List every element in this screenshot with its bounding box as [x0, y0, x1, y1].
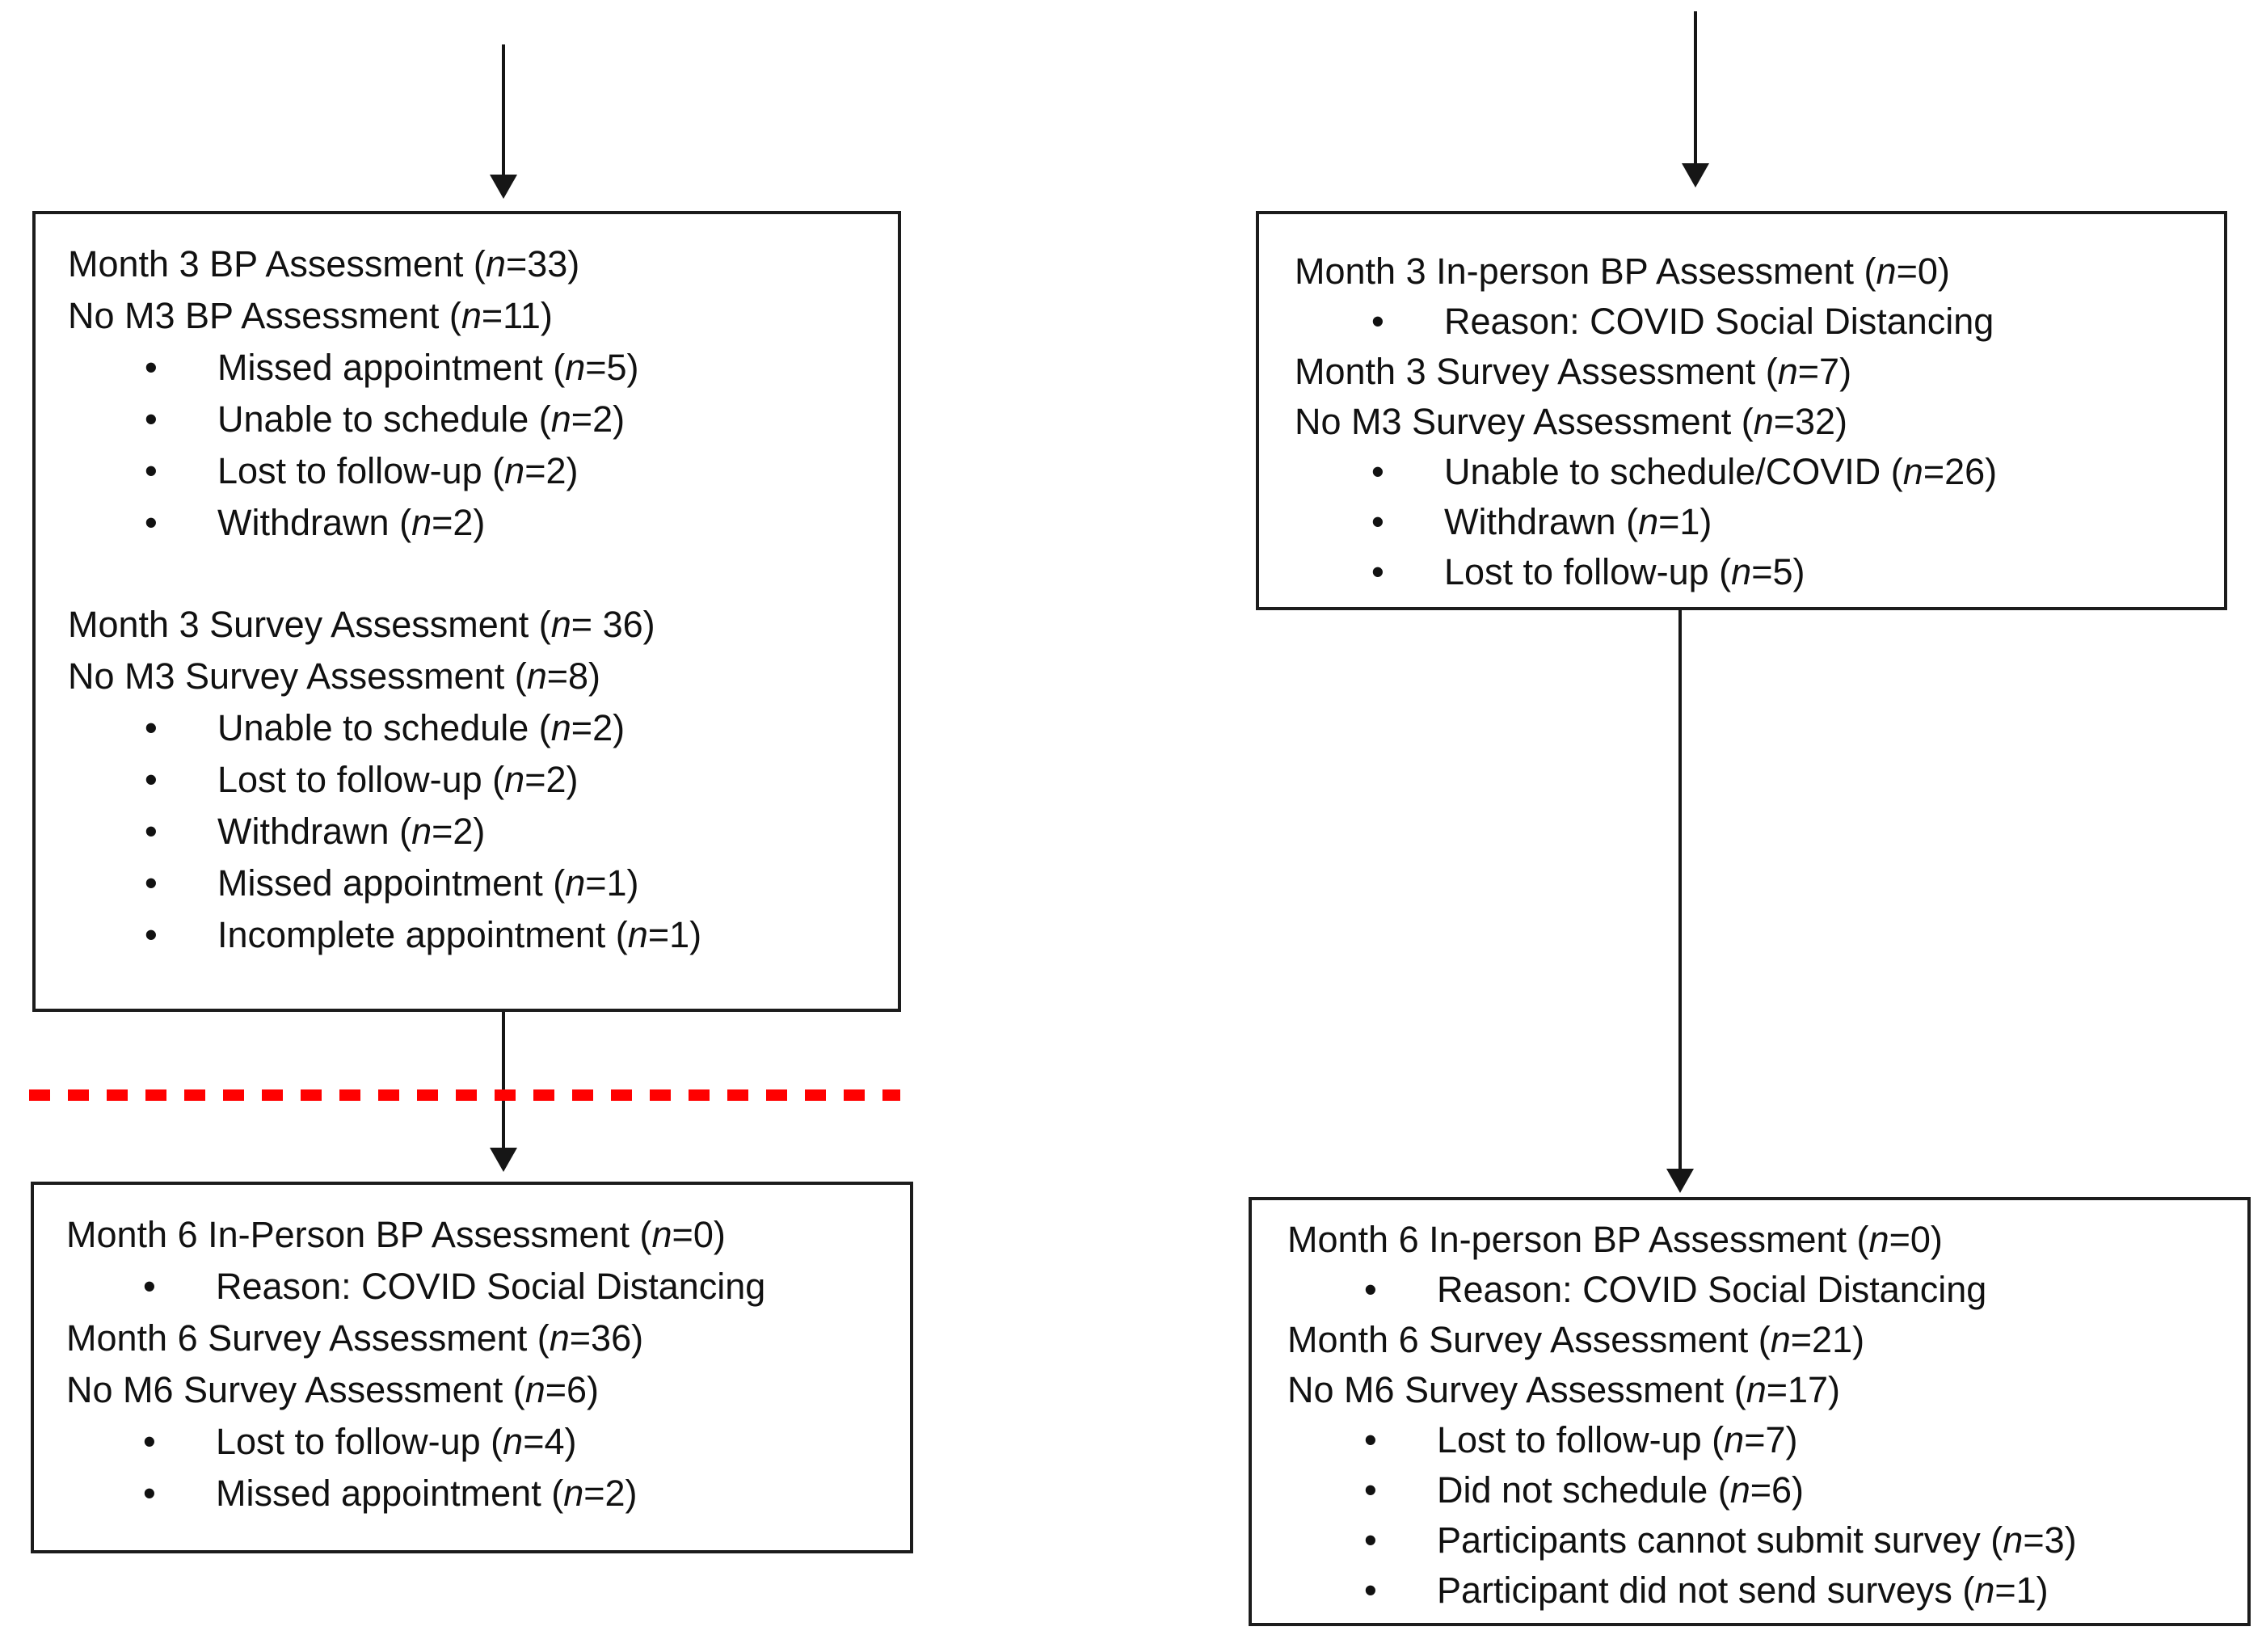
bullet-icon: • [145, 450, 158, 491]
arrow-stem-top-right [1694, 11, 1697, 163]
bullet-icon: • [145, 398, 158, 440]
bullet-text: Missed appointment (n=1) [217, 862, 639, 904]
box-bullet-line: • Participants cannot submit survey (n=3) [1287, 1515, 2212, 1566]
box-line: No M3 Survey Assessment (n=32) [1295, 401, 1848, 442]
box-line: Month 6 In-Person BP Assessment (n=0) [66, 1214, 726, 1255]
bullet-icon: • [1364, 1519, 1377, 1561]
bullet-text: Lost to follow-up (n=2) [217, 759, 579, 800]
bullet-text: Reason: COVID Social Distancing [1444, 301, 1994, 342]
bullet-icon: • [1364, 1269, 1377, 1310]
box-bullet-line: • Reason: COVID Social Distancing [66, 1261, 878, 1313]
box-line: Month 6 Survey Assessment (n=21) [1287, 1319, 1865, 1360]
box-bullet-line: • Missed appointment (n=2) [66, 1468, 878, 1519]
box-bullet-line: • Unable to schedule (n=2) [68, 702, 866, 754]
bullet-text: Incomplete appointment (n=1) [217, 914, 702, 955]
bullet-text: Unable to schedule/COVID (n=26) [1444, 451, 1998, 492]
box-bullet-line: • Withdrawn (n=2) [68, 497, 866, 549]
bullet-text: Lost to follow-up (n=2) [217, 450, 579, 491]
bullet-icon: • [1364, 1570, 1377, 1611]
box-line: Month 3 Survey Assessment (n= 36) [68, 604, 655, 645]
bullet-text: Lost to follow-up (n=5) [1444, 551, 1805, 592]
bullet-text: Reason: COVID Social Distancing [216, 1266, 766, 1307]
box-bullet-line: • Lost to follow-up (n=2) [68, 445, 866, 497]
box-bullet-line: • Missed appointment (n=1) [68, 858, 866, 909]
box-line: Month 3 In-person BP Assessment (n=0) [1295, 251, 1950, 292]
box-bullet-line: • Withdrawn (n=2) [68, 806, 866, 858]
box-bullet-line: • Reason: COVID Social Distancing [1287, 1265, 2212, 1315]
box-bullet-line: • Participant did not send surveys (n=1) [1287, 1566, 2212, 1616]
bullet-icon: • [145, 347, 158, 388]
box-line: Month 3 Survey Assessment (n=7) [1295, 351, 1852, 392]
bullet-text: Missed appointment (n=2) [216, 1473, 638, 1514]
month6-left-box: Month 6 In-Person BP Assessment (n=0) • Re… [31, 1182, 913, 1553]
bullet-icon: • [1371, 501, 1384, 542]
box-bullet-line: • Lost to follow-up (n=5) [1295, 547, 2188, 597]
box-bullet-line: • Lost to follow-up (n=4) [66, 1416, 878, 1468]
bullet-icon: • [145, 862, 158, 904]
bullet-icon: • [145, 811, 158, 852]
month6-right-box: Month 6 In-person BP Assessment (n=0) • Re… [1249, 1197, 2251, 1626]
bullet-text: Reason: COVID Social Distancing [1437, 1269, 1987, 1310]
bullet-text: Lost to follow-up (n=4) [216, 1421, 577, 1462]
box-line: No M3 Survey Assessment (n=8) [68, 655, 601, 697]
arrowhead-mid-left-icon [490, 1148, 517, 1172]
arrowhead-top-right-icon [1682, 163, 1709, 188]
bullet-icon: • [1371, 451, 1384, 492]
bullet-icon: • [145, 502, 158, 543]
bullet-icon: • [143, 1473, 156, 1514]
bullet-icon: • [143, 1266, 156, 1307]
bullet-text: Participants cannot submit survey (n=3) [1437, 1519, 2077, 1561]
arrow-stem-mid-right [1678, 610, 1682, 1169]
bullet-text: Unable to schedule (n=2) [217, 398, 625, 440]
box-bullet-line: • Withdrawn (n=1) [1295, 497, 2188, 547]
bullet-icon: • [1371, 551, 1384, 592]
box-line: Month 3 BP Assessment (n=33) [68, 243, 580, 284]
bullet-icon: • [1364, 1469, 1377, 1511]
bullet-text: Withdrawn (n=2) [217, 502, 486, 543]
bullet-text: Missed appointment (n=5) [217, 347, 639, 388]
red-dashed-divider [29, 1089, 900, 1101]
box-bullet-line: • Lost to follow-up (n=2) [68, 754, 866, 806]
box-bullet-line: • Reason: COVID Social Distancing [1295, 297, 2188, 347]
arrow-stem-top-left [502, 44, 505, 175]
bullet-text: Lost to follow-up (n=7) [1437, 1419, 1798, 1460]
bullet-icon: • [143, 1421, 156, 1462]
bullet-text: Did not schedule (n=6) [1437, 1469, 1805, 1511]
box-bullet-line: • Incomplete appointment (n=1) [68, 909, 866, 961]
bullet-icon: • [145, 914, 158, 955]
arrowhead-top-left-icon [490, 175, 517, 199]
bullet-text: Unable to schedule (n=2) [217, 707, 625, 748]
box-line: Month 6 Survey Assessment (n=36) [66, 1317, 644, 1359]
box-line: No M3 BP Assessment (n=11) [68, 295, 553, 336]
box-bullet-line: • Lost to follow-up (n=7) [1287, 1415, 2212, 1465]
bullet-text: Participant did not send surveys (n=1) [1437, 1570, 2049, 1611]
bullet-text: Withdrawn (n=1) [1444, 501, 1712, 542]
box-bullet-line: • Did not schedule (n=6) [1287, 1465, 2212, 1515]
box-line: No M6 Survey Assessment (n=17) [1287, 1369, 1841, 1410]
box-line: Month 6 In-person BP Assessment (n=0) [1287, 1219, 1943, 1260]
bullet-icon: • [145, 759, 158, 800]
bullet-icon: • [1364, 1419, 1377, 1460]
box-line: No M6 Survey Assessment (n=6) [66, 1369, 600, 1410]
month3-left-box: Month 3 BP Assessment (n=33) No M3 BP Ass… [32, 211, 901, 1012]
arrowhead-mid-right-icon [1666, 1169, 1694, 1193]
box-bullet-line: • Unable to schedule/COVID (n=26) [1295, 447, 2188, 497]
box-bullet-line: • Missed appointment (n=5) [68, 342, 866, 394]
bullet-icon: • [1371, 301, 1384, 342]
arrow-stem-mid-left [502, 1012, 505, 1148]
month3-right-box: Month 3 In-person BP Assessment (n=0) • Re… [1256, 211, 2227, 610]
bullet-icon: • [145, 707, 158, 748]
box-bullet-line: • Unable to schedule (n=2) [68, 394, 866, 445]
bullet-text: Withdrawn (n=2) [217, 811, 486, 852]
